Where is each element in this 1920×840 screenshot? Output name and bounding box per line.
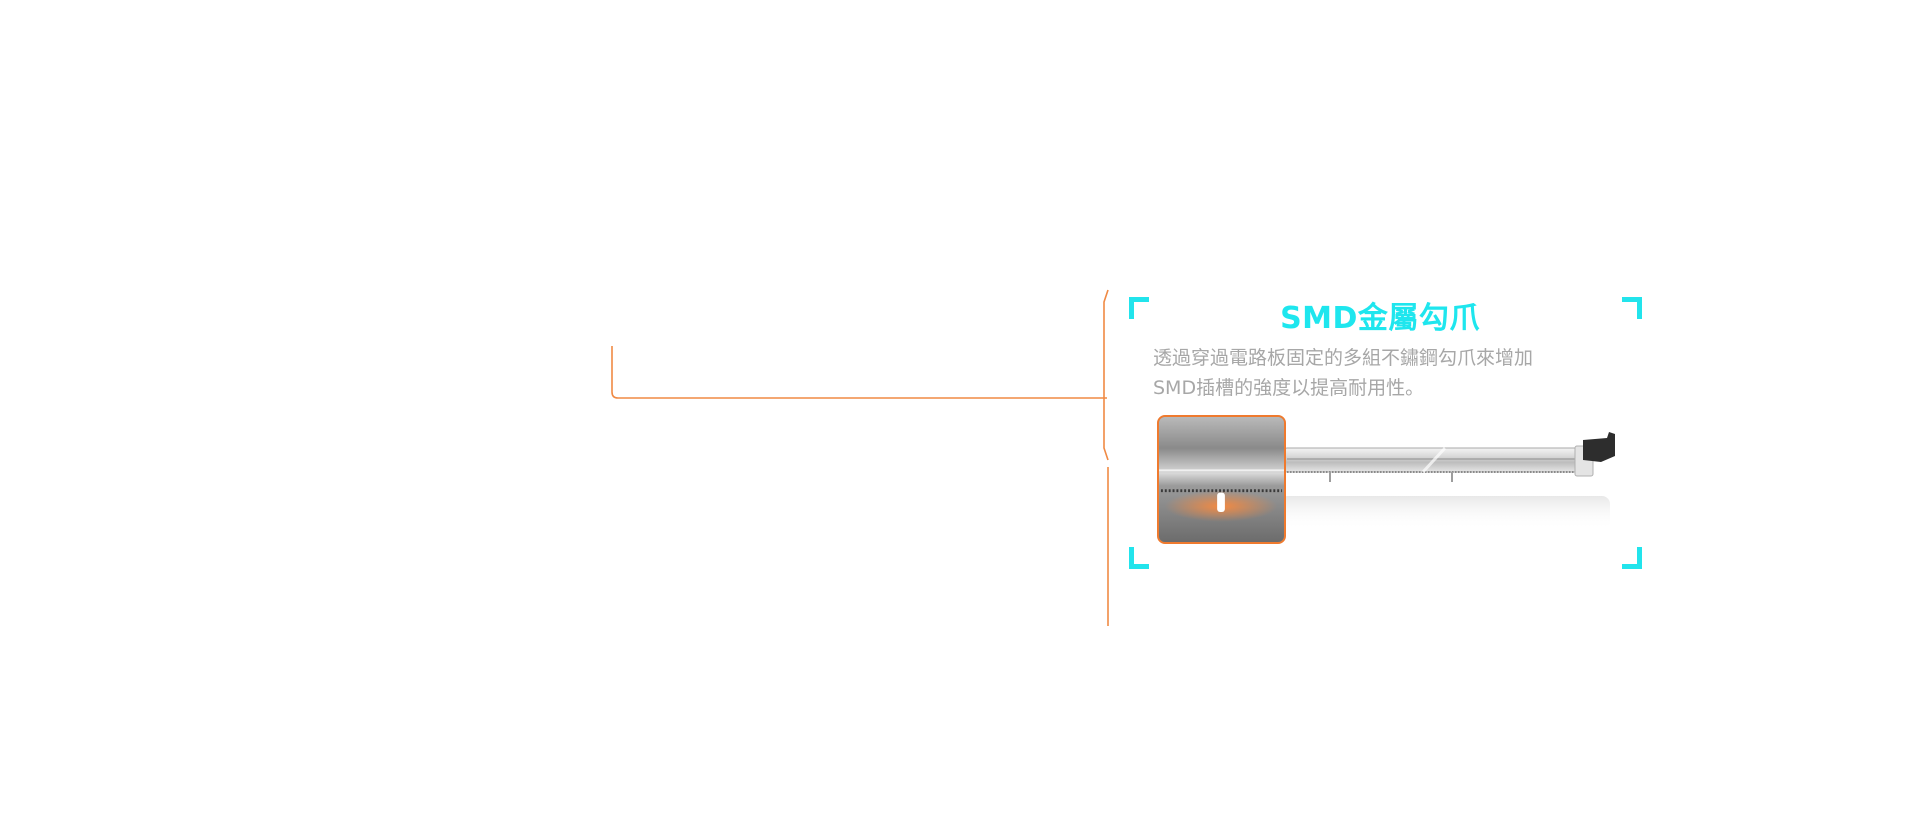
callout-bracket-line bbox=[1103, 289, 1109, 461]
slot-leg-2 bbox=[1451, 472, 1453, 482]
feature-description-line-2: SMD插槽的強度以提高耐用性。 bbox=[1153, 377, 1425, 399]
feature-description-line-1: 透過穿過電路板固定的多組不鏽鋼勾爪來增加 bbox=[1153, 347, 1534, 369]
corner-bracket-top-right-icon bbox=[1622, 297, 1642, 319]
slot-leg-1 bbox=[1329, 472, 1331, 482]
corner-bracket-bottom-right-icon bbox=[1622, 547, 1642, 569]
slot-latch-clip bbox=[1583, 432, 1615, 462]
corner-bracket-top-left-icon bbox=[1129, 297, 1149, 319]
zoom-background bbox=[1159, 417, 1284, 542]
metal-claw-icon bbox=[1217, 492, 1225, 512]
slot-highlight bbox=[1421, 446, 1447, 474]
feature-description: 透過穿過電路板固定的多組不鏽鋼勾爪來增加 SMD插槽的強度以提高耐用性。 bbox=[1153, 343, 1593, 403]
metal-claw-closeup-illustration bbox=[1159, 417, 1284, 542]
slot-reflection bbox=[1280, 496, 1610, 530]
metal-claw-zoom-detail bbox=[1157, 415, 1286, 544]
feature-title: SMD金屬勾爪 bbox=[1280, 301, 1480, 336]
callout-leader-line bbox=[611, 346, 1107, 399]
corner-bracket-bottom-left-icon bbox=[1129, 547, 1149, 569]
